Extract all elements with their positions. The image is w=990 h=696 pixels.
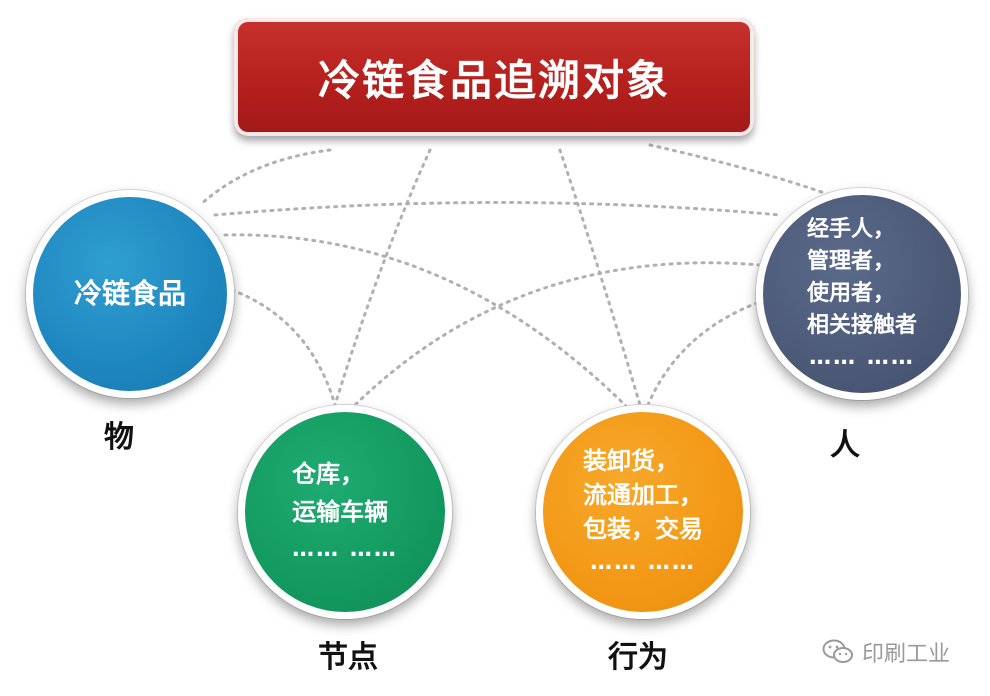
label-person: 人 [830, 428, 860, 463]
node-place-ellipsis: …… …… [292, 537, 398, 562]
connector-title-food [198, 148, 332, 207]
connector-title-action [558, 148, 642, 407]
label-action: 行为 [608, 640, 668, 675]
node-place-text: 仓库， 运输车辆 …… …… [292, 455, 398, 569]
connector-person-action [646, 298, 767, 407]
diagram-title: 冷链食品追溯对象 [317, 55, 670, 105]
node-action-line: 包装，交易 [583, 515, 703, 543]
node-place: 仓库， 运输车辆 …… …… [238, 405, 452, 619]
connector-title-person [648, 143, 832, 197]
connector-person-place [353, 261, 762, 407]
connector-food-place [230, 288, 337, 407]
connector-food-person [213, 201, 782, 217]
node-person-text: 经手人， 管理者， 使用者， 相关接触者 …… …… [807, 214, 917, 374]
node-food: 冷链食品 [26, 190, 234, 398]
node-food-text: 冷链食品 [74, 275, 186, 313]
node-food-line: 冷链食品 [73, 277, 186, 310]
node-place-line: 仓库， [292, 460, 365, 488]
node-person-line: 相关接触者 [806, 313, 917, 338]
watermark: 印刷工业 [822, 636, 950, 668]
connector-food-action [223, 233, 632, 412]
label-food: 物 [104, 420, 134, 455]
node-person: 经手人， 管理者， 使用者， 相关接触者 …… …… [756, 188, 968, 400]
node-action-ellipsis: …… …… [590, 550, 696, 575]
connector-title-place [333, 148, 432, 407]
node-person-line: 管理者， [806, 249, 895, 274]
label-place: 节点 [318, 640, 378, 675]
node-place-line: 运输车辆 [292, 498, 389, 526]
title-box: 冷链食品追溯对象 [234, 18, 754, 136]
node-action-line: 流通加工， [583, 481, 703, 509]
node-action-line: 装卸货， [583, 447, 679, 475]
node-person-line: 经手人， [806, 217, 895, 242]
node-person-ellipsis: …… …… [809, 345, 915, 370]
node-person-line: 使用者， [806, 281, 895, 306]
node-action: 装卸货， 流通加工， 包装，交易 …… …… [536, 405, 750, 619]
watermark-text: 印刷工业 [862, 642, 951, 667]
node-action-text: 装卸货， 流通加工， 包装，交易 …… …… [583, 444, 703, 580]
wechat-icon [822, 639, 853, 663]
